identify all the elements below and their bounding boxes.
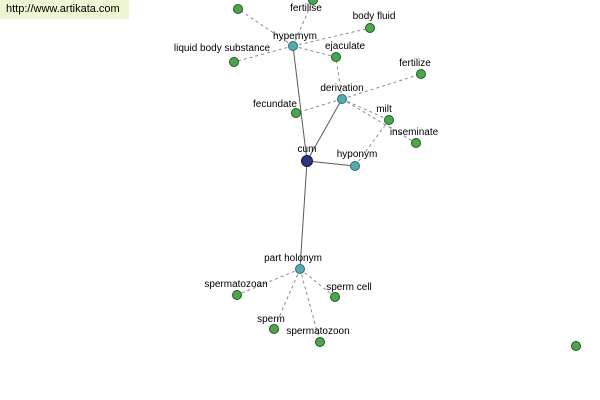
node-liquid-body-substance[interactable] [229,57,239,67]
node-body-fluid[interactable] [365,23,375,33]
label-fertilise: fertilise [290,3,322,14]
label-cum: cum [298,144,317,155]
edge-derivation-fecundate [295,98,343,114]
label-hypernym: hypernym [273,31,317,42]
label-sperm: sperm [257,314,285,325]
label-spermatozoon: spermatozoon [286,326,349,337]
node-top-cut[interactable] [233,4,243,14]
node-inseminate[interactable] [411,138,421,148]
edge-derivation-inseminate [341,98,417,144]
label-fertilize: fertilize [399,58,431,69]
node-hypernym[interactable] [288,41,298,51]
edge-derivation-ejaculate [335,56,343,100]
label-sperm-cell: sperm cell [326,282,372,293]
edge-hypernym-liquid-body-substance [233,45,294,63]
node-fecundate[interactable] [291,108,301,118]
edge-cum-part-holonym [299,160,308,270]
node-spermatozoan[interactable] [232,290,242,300]
node-part-holonym[interactable] [295,264,305,274]
node-sperm-cell[interactable] [330,292,340,302]
node-derivation[interactable] [337,94,347,104]
edge-cum-hyponym [306,160,356,167]
label-derivation: derivation [320,83,363,94]
label-hyponym: hyponym [337,149,378,160]
edge-cum-derivation [306,98,343,162]
node-cum[interactable] [301,155,313,167]
label-milt: milt [376,104,392,115]
label-ejaculate: ejaculate [325,41,365,52]
node-sperm[interactable] [269,324,279,334]
edge-part-holonym-sperm [273,268,301,330]
edge-derivation-milt [341,98,390,121]
edge-part-holonym-spermatozoon [299,268,321,343]
edge-hypernym-ejaculate [292,45,337,58]
node-fertilize[interactable] [416,69,426,79]
url-watermark: http://www.artikata.com [0,0,129,19]
edge-part-holonym-sperm-cell [299,268,336,298]
label-body-fluid: body fluid [353,11,396,22]
node-fertilise[interactable] [308,0,318,5]
edge-cum-hypernym [292,45,308,162]
label-part-holonym: part holonym [264,253,322,264]
node-ejaculate[interactable] [331,52,341,62]
label-fecundate: fecundate [253,99,297,110]
edge-hypernym-body-fluid [292,27,371,47]
label-liquid-body-substance: liquid body substance [174,43,271,54]
edge-part-holonym-spermatozoan [236,268,301,296]
node-milt[interactable] [384,115,394,125]
edge-hypernym-fertilise [292,0,314,47]
label-inseminate: inseminate [390,127,439,138]
edge-hypernym-top-cut [237,8,294,47]
node-far-node[interactable] [571,341,581,351]
label-spermatozoan: spermatozoan [204,279,267,290]
node-hyponym[interactable] [350,161,360,171]
node-spermatozoon[interactable] [315,337,325,347]
edge-derivation-fertilize [341,73,422,100]
